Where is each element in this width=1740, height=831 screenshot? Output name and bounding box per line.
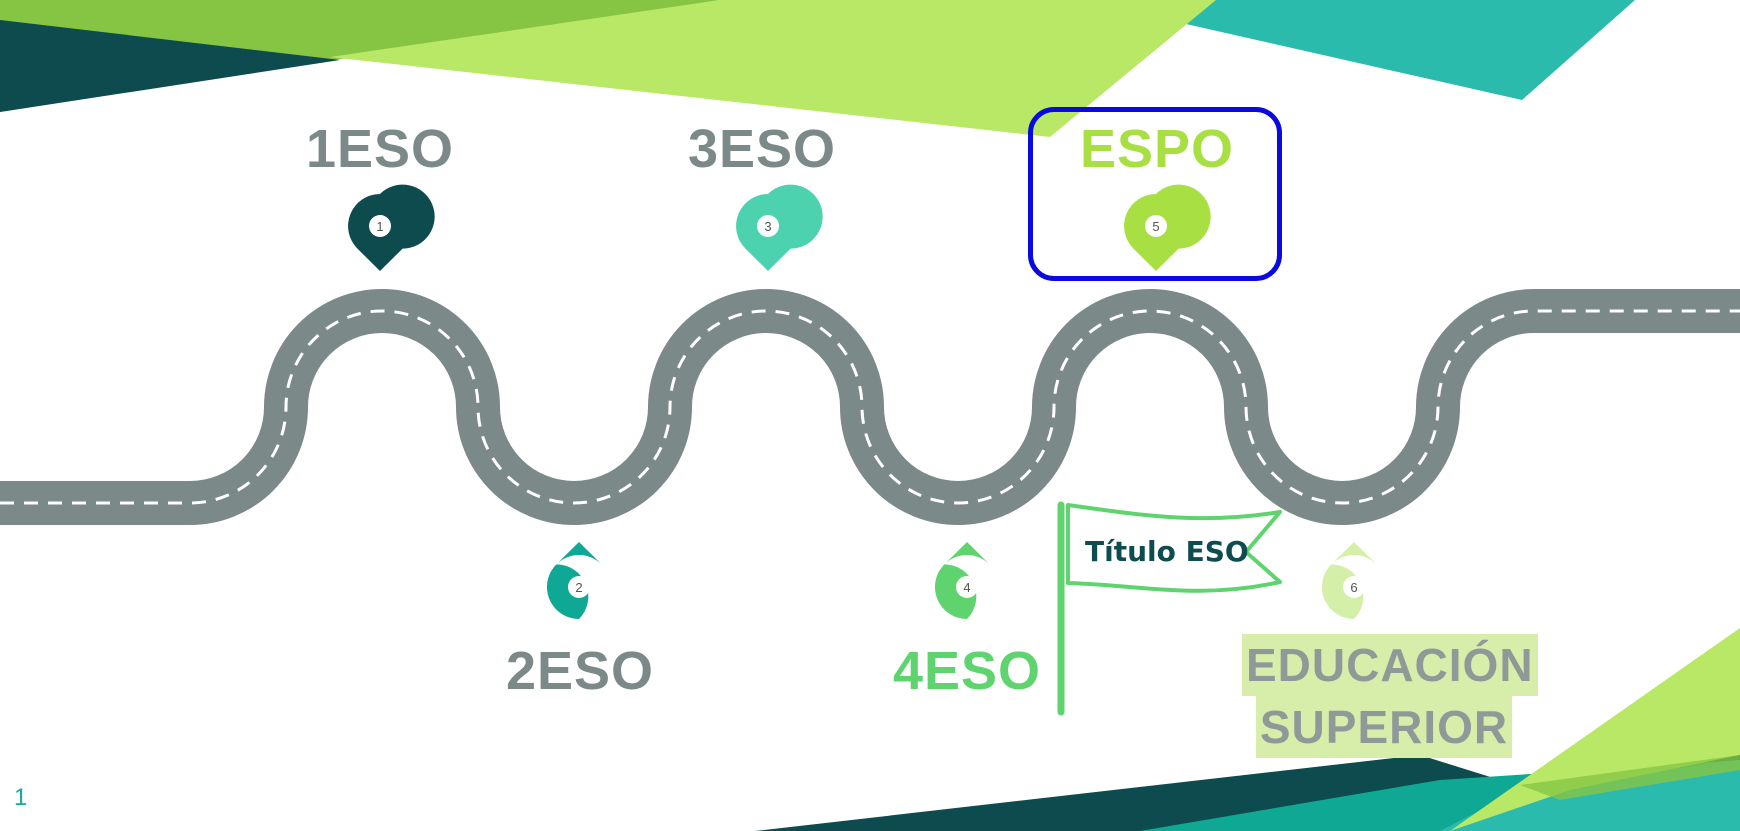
pin-6: 6	[1321, 542, 1377, 620]
milestone-label-4eso: 4ESO	[892, 641, 1042, 701]
pin-number: 5	[1152, 219, 1159, 234]
label-line-2: SUPERIOR	[1255, 696, 1513, 758]
milestone-label-3eso: 3ESO	[687, 119, 837, 179]
top-decoration	[0, 0, 1635, 137]
pin-center	[1343, 576, 1365, 598]
pin-2: 2	[546, 542, 602, 620]
flag-banner	[1066, 503, 1282, 593]
road-center-dash	[0, 309, 1740, 505]
milestone-label-1eso: 1ESO	[305, 119, 455, 179]
road-surface	[0, 289, 1740, 525]
flag-icon	[1057, 501, 1282, 716]
pin-3: 3	[736, 184, 823, 271]
bottom-lime-shape	[1450, 628, 1740, 831]
top-teal-shape	[1080, 0, 1635, 100]
pin-marker-icon	[1124, 184, 1211, 271]
pin-number: 4	[963, 580, 970, 595]
pin-center	[956, 576, 978, 598]
milestone-label-2eso: 2ESO	[505, 641, 655, 701]
bottom-decoration	[755, 628, 1740, 831]
label-line-1: EDUCACIÓN	[1242, 634, 1538, 696]
pin-marker-icon	[736, 184, 823, 271]
pin-number: 2	[575, 580, 582, 595]
pin-number: 6	[1350, 580, 1357, 595]
pin-center	[757, 215, 779, 237]
milestone-label-educacion-superior: EDUCACIÓN SUPERIOR	[1242, 634, 1538, 758]
bottom-green-shape	[1520, 755, 1740, 800]
milestone-label-espo: ESPO	[1079, 119, 1235, 179]
top-lime-shape	[330, 0, 1216, 137]
pin-center	[369, 215, 391, 237]
road	[0, 289, 1740, 525]
pin-number: 3	[764, 219, 771, 234]
pin-center	[568, 576, 590, 598]
pin-1: 1	[348, 184, 435, 271]
slide-number: 1	[14, 784, 28, 811]
pin-center	[1145, 215, 1167, 237]
pin-5: 5	[1124, 184, 1211, 271]
flag-title: Título ESO	[1085, 535, 1249, 568]
pin-marker-icon	[348, 184, 435, 271]
pin-number: 1	[376, 219, 383, 234]
pin-4: 4	[934, 542, 990, 620]
selection-highlight-box[interactable]	[1028, 107, 1282, 281]
top-dark-shape	[0, 20, 340, 112]
